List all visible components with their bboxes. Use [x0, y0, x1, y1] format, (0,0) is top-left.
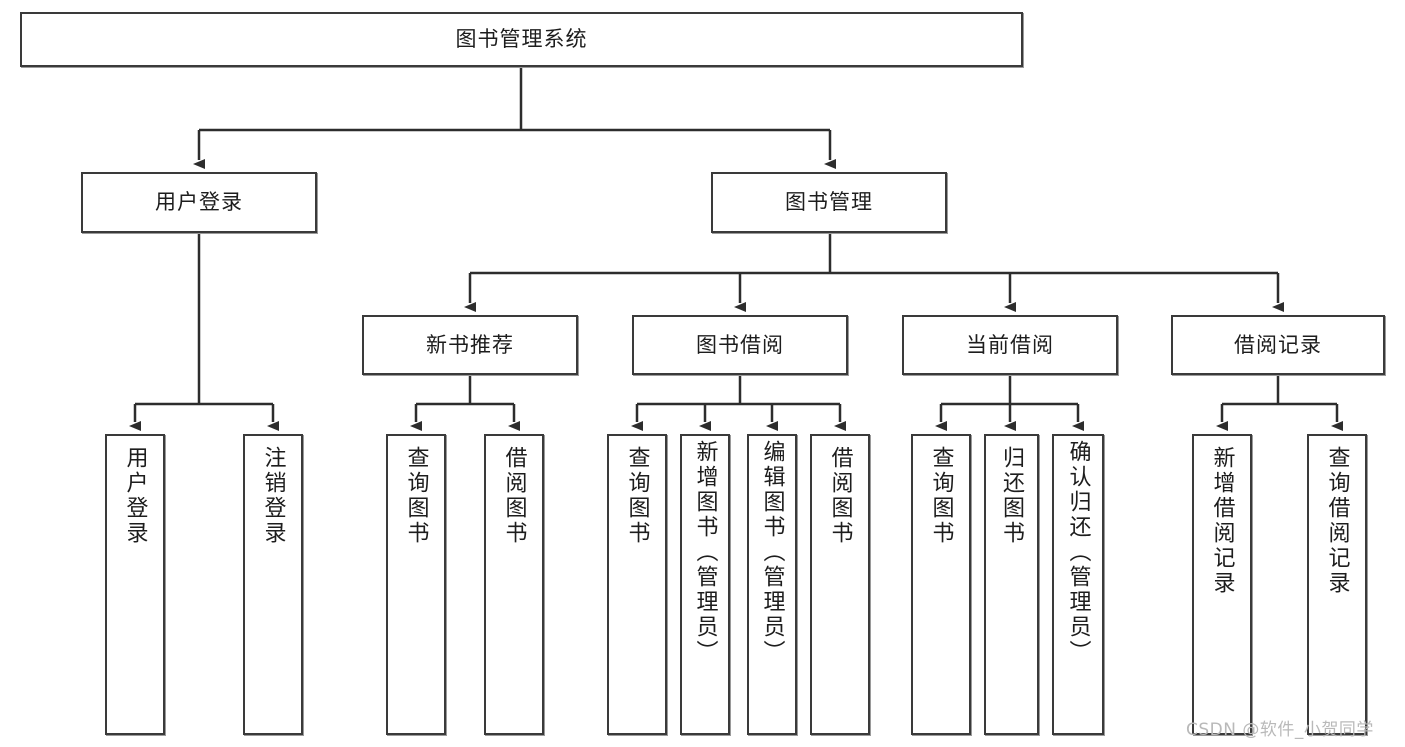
leaf-user-login[interactable]: 用户登录 — [105, 434, 165, 735]
node-book-management-label: 图书管理 — [785, 190, 873, 215]
leaf-query-book-recommend[interactable]: 查询图书 — [386, 434, 446, 735]
leaf-query-borrow-record[interactable]: 查询借阅记录 — [1307, 434, 1367, 735]
leaf-edit-book-admin[interactable]: 编辑图书（管理员） — [747, 434, 797, 735]
leaf-query-borrow-record-label: 查询借阅记录 — [1324, 446, 1350, 596]
leaf-borrow-book-recommend-label: 借阅图书 — [501, 446, 527, 546]
leaf-return-book[interactable]: 归还图书 — [984, 434, 1039, 735]
node-user-login-label: 用户登录 — [155, 190, 243, 215]
node-book-borrow[interactable]: 图书借阅 — [632, 315, 848, 375]
leaf-query-book-borrow[interactable]: 查询图书 — [607, 434, 667, 735]
node-borrow-record-label: 借阅记录 — [1234, 332, 1322, 357]
leaf-query-book-borrow-label: 查询图书 — [624, 446, 650, 546]
leaf-logout[interactable]: 注销登录 — [243, 434, 303, 735]
leaf-edit-book-admin-label: 编辑图书（管理员） — [759, 440, 785, 665]
leaf-return-book-label: 归还图书 — [999, 446, 1025, 546]
node-current-borrow-label: 当前借阅 — [966, 332, 1054, 357]
leaf-borrow-book-recommend[interactable]: 借阅图书 — [484, 434, 544, 735]
node-user-login[interactable]: 用户登录 — [81, 172, 317, 233]
node-book-borrow-label: 图书借阅 — [696, 332, 784, 357]
node-new-book-recommend[interactable]: 新书推荐 — [362, 315, 578, 375]
leaf-confirm-return-admin[interactable]: 确认归还（管理员） — [1052, 434, 1104, 735]
node-root-label: 图书管理系统 — [455, 27, 588, 52]
leaf-add-borrow-record-label: 新增借阅记录 — [1209, 446, 1235, 596]
leaf-logout-label: 注销登录 — [260, 446, 286, 546]
leaf-user-login-label: 用户登录 — [122, 446, 148, 546]
csdn-watermark: CSDN @软件_小贺同学 — [1186, 720, 1374, 740]
leaf-query-book-recommend-label: 查询图书 — [403, 446, 429, 546]
leaf-query-book-current-label: 查询图书 — [928, 446, 954, 546]
leaf-borrow-book[interactable]: 借阅图书 — [810, 434, 870, 735]
leaf-query-book-current[interactable]: 查询图书 — [911, 434, 971, 735]
node-borrow-record[interactable]: 借阅记录 — [1171, 315, 1385, 375]
leaf-confirm-return-admin-label: 确认归还（管理员） — [1065, 440, 1091, 665]
node-current-borrow[interactable]: 当前借阅 — [902, 315, 1118, 375]
leaf-borrow-book-label: 借阅图书 — [827, 446, 853, 546]
node-root[interactable]: 图书管理系统 — [20, 12, 1023, 67]
leaf-add-borrow-record[interactable]: 新增借阅记录 — [1192, 434, 1252, 735]
node-book-management[interactable]: 图书管理 — [711, 172, 947, 233]
leaf-add-book-admin-label: 新增图书（管理员） — [692, 440, 718, 665]
leaf-add-book-admin[interactable]: 新增图书（管理员） — [680, 434, 730, 735]
node-new-book-recommend-label: 新书推荐 — [426, 332, 514, 357]
